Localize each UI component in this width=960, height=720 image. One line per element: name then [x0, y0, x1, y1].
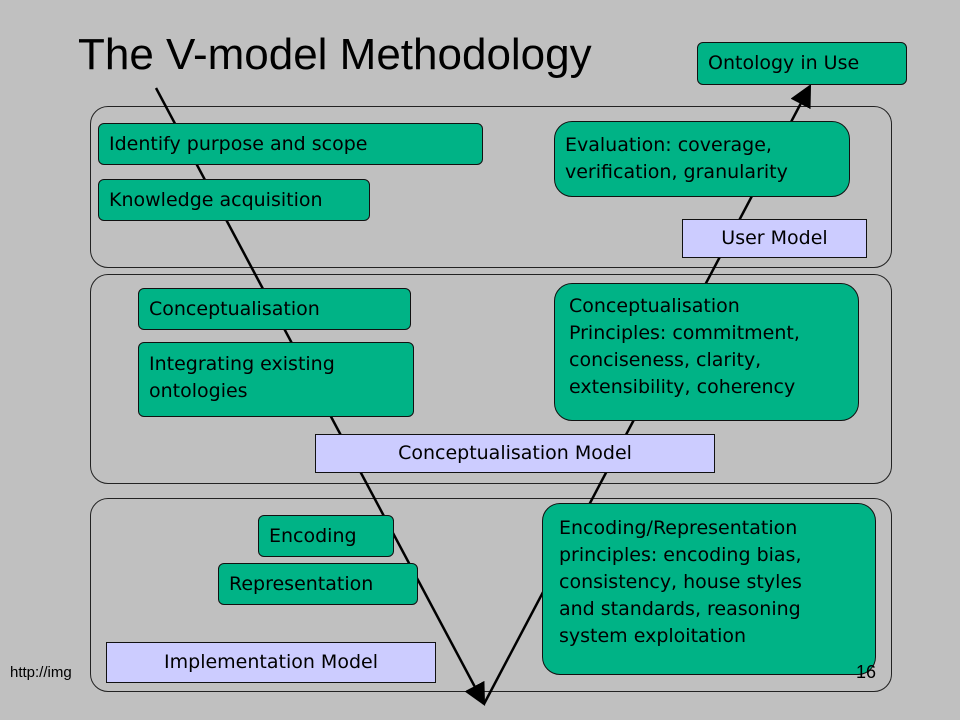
knowledge-acquisition-box: Knowledge acquisition — [98, 179, 370, 221]
encoding-principles-line-3: consistency, house styles — [559, 571, 802, 593]
concept-principles-line-4: extensibility, coherency — [569, 376, 796, 398]
evaluation-box: Evaluation: coverage, verification, gran… — [554, 121, 850, 197]
ontology-in-use-box: Ontology in Use — [697, 42, 907, 85]
conceptualisation-band — [90, 274, 892, 484]
integrating-line-2: ontologies — [149, 380, 248, 402]
user-model-box: User Model — [682, 219, 867, 258]
encoding-box: Encoding — [258, 515, 394, 557]
identify-purpose-box: Identify purpose and scope — [98, 123, 483, 165]
encoding-principles-box: Encoding/Representation principles: enco… — [542, 503, 876, 675]
encoding-principles-line-1: Encoding/Representation — [559, 517, 798, 539]
conceptualisation-box: Conceptualisation — [138, 288, 411, 330]
conceptualisation-principles-box: Conceptualisation Principles: commitment… — [554, 283, 859, 421]
concept-principles-line-3: conciseness, clarity, — [569, 349, 762, 371]
integrating-ontologies-box: Integrating existing ontologies — [138, 342, 414, 417]
conceptualisation-model-box: Conceptualisation Model — [315, 434, 715, 473]
implementation-model-box: Implementation Model — [106, 642, 436, 683]
page-number: 16 — [856, 662, 877, 682]
evaluation-line-2: verification, granularity — [565, 161, 788, 183]
encoding-principles-line-4: and standards, reasoning — [559, 598, 801, 620]
concept-principles-line-2: Principles: commitment, — [569, 322, 800, 344]
source-url: http://img — [10, 664, 72, 681]
encoding-principles-line-5: system exploitation — [559, 625, 747, 647]
evaluation-line-1: Evaluation: coverage, — [565, 134, 772, 156]
requirements-band — [90, 106, 892, 268]
page-title: The V-model Methodology — [78, 30, 592, 79]
integrating-line-1: Integrating existing — [149, 353, 335, 375]
representation-box: Representation — [218, 563, 418, 605]
concept-principles-line-1: Conceptualisation — [569, 295, 740, 317]
encoding-principles-line-2: principles: encoding bias, — [559, 544, 802, 566]
